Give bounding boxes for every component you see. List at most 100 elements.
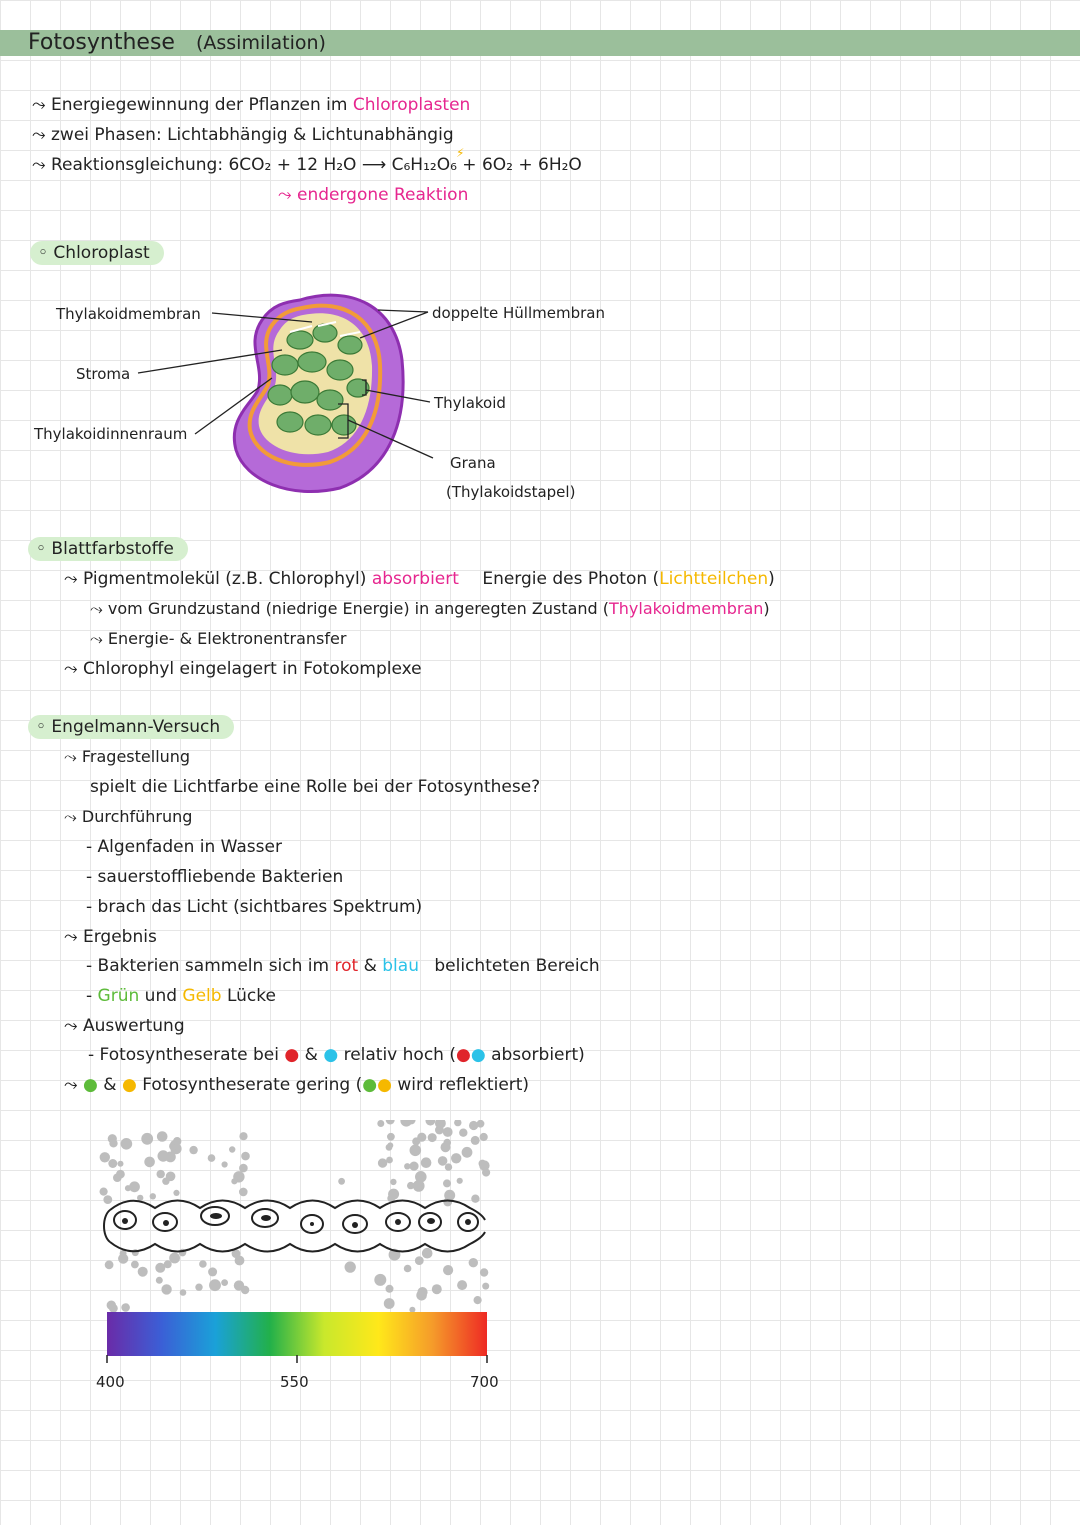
engelmann-d3: - brach das Licht (sichtbares Spektrum) xyxy=(86,897,423,917)
label-huellmembran: doppelte Hüllmembran xyxy=(432,304,605,322)
bacterium-dot xyxy=(476,1120,485,1128)
bacterium-dot xyxy=(437,1156,448,1166)
bacterium-dot xyxy=(118,1253,129,1264)
bacterium-dot xyxy=(221,1279,229,1286)
bacterium-dot xyxy=(120,1138,133,1150)
bacterium-dot xyxy=(385,1284,394,1293)
thylakoid-highlights xyxy=(289,321,361,337)
label-thylakoid: Thylakoid xyxy=(434,394,506,412)
blue-dot-icon: ● xyxy=(470,1045,486,1065)
pigments-thylakoidmembran: Thylakoidmembran xyxy=(609,599,764,618)
label-stroma: Stroma xyxy=(76,365,131,383)
bacterium-dot xyxy=(131,1260,139,1269)
intro-line-1: ⤳ Energiegewinnung der Pflanzen im Chlor… xyxy=(32,94,470,116)
bacterium-dot xyxy=(103,1195,113,1204)
bacterium-dot xyxy=(208,1267,218,1277)
engelmann-a1-c: absorbiert) xyxy=(491,1045,585,1065)
pigments-heading: ◦ Blattfarbstoffe xyxy=(28,537,188,561)
engelmann-e1-a: - Bakterien sammeln sich im xyxy=(86,956,330,976)
bacterium-dot xyxy=(404,1163,411,1170)
bacterium-dot xyxy=(144,1156,155,1168)
bacterium-dot xyxy=(443,1179,451,1188)
title-bar xyxy=(0,30,1080,56)
red-dot-icon: ● xyxy=(455,1045,471,1065)
bacterium-dot xyxy=(444,1163,453,1171)
bacterium-dot xyxy=(124,1185,132,1192)
bacterium-dot xyxy=(400,1120,413,1127)
bacterium-dot xyxy=(129,1181,140,1193)
bacterium-dot xyxy=(377,1158,388,1168)
bacterium-dot xyxy=(141,1132,154,1145)
bacterium-dot xyxy=(421,1247,433,1259)
bacterium-dot xyxy=(137,1266,148,1277)
bacterium-dot xyxy=(383,1298,395,1309)
reaction-equation: ⤳ Reaktionsgleichung: 6CO₂ + 12 H₂O ⟶ C₆… xyxy=(32,155,582,175)
bacterium-dot xyxy=(431,1284,442,1295)
bacterium-dot xyxy=(207,1154,216,1162)
bacterium-dot xyxy=(121,1303,130,1312)
bacterium-dot xyxy=(209,1279,221,1292)
engelmann-e2: - Grün und Gelb Lücke xyxy=(86,986,276,1006)
bacterium-dot xyxy=(163,1260,172,1269)
pigments-line-4: ⤳ Chlorophyl eingelagert in Fotokomplexe xyxy=(64,659,422,679)
bacterium-dot xyxy=(149,1193,156,1200)
bacterium-dot xyxy=(435,1120,446,1129)
algae-filament xyxy=(103,1199,486,1253)
intro-line-4: ⤳ endergone Reaktion xyxy=(278,185,469,205)
bacterium-dot xyxy=(199,1260,207,1268)
bacterium-dot xyxy=(99,1152,110,1163)
bacterium-dot xyxy=(451,1153,462,1164)
engelmann-und: und xyxy=(144,986,178,1006)
bacterium-dot xyxy=(161,1284,172,1295)
bacterium-dot xyxy=(239,1132,248,1141)
bacterium-dot xyxy=(231,1178,238,1185)
bacterium-dot xyxy=(104,1260,114,1270)
engelmann-a2-c: wird reflektiert) xyxy=(397,1075,530,1095)
bacterium-dot xyxy=(240,1285,250,1295)
bacterium-dot xyxy=(479,1268,489,1277)
engelmann-a2: ⤳ ● & ● Fotosyntheserate gering (●● wird… xyxy=(64,1075,530,1095)
bacterium-dot xyxy=(468,1258,478,1268)
engelmann-amp: & xyxy=(363,956,377,976)
bacterium-dot xyxy=(420,1157,432,1168)
engelmann-luecke: Lücke xyxy=(226,986,276,1006)
engelmann-a1: - Fotosyntheserate bei ● & ● relativ hoc… xyxy=(88,1045,585,1065)
pigments-line-1: ⤳ Pigmentmolekül (z.B. Chlorophyl) absor… xyxy=(64,568,775,590)
bacterium-dot xyxy=(390,1178,397,1186)
label-thylakoidmembran: Thylakoidmembran xyxy=(56,305,201,323)
bacterium-dot xyxy=(443,1138,452,1147)
pigments-line-2-a: ⤳ vom Grundzustand (niedrige Energie) in… xyxy=(90,599,609,618)
bacterium-dot xyxy=(338,1177,345,1185)
bacterium-dot xyxy=(234,1255,245,1266)
bacterium-dot xyxy=(239,1163,248,1173)
bacterium-dot xyxy=(155,1262,166,1273)
label-grana: Grana xyxy=(450,454,496,472)
intro-chloroplasten: Chloroplasten xyxy=(352,95,471,115)
bacterium-dot xyxy=(473,1296,482,1305)
bacterium-dot xyxy=(409,1306,416,1313)
engelmann-a1-a: - Fotosyntheserate bei xyxy=(88,1045,279,1065)
tick-label-400: 400 xyxy=(96,1373,125,1391)
bacterium-dot xyxy=(229,1146,236,1153)
bacterium-dot xyxy=(387,1142,394,1149)
tick-label-700: 700 xyxy=(470,1373,499,1391)
yellow-dot-icon: ● xyxy=(121,1075,137,1095)
engelmann-a2-b: Fotosyntheserate gering ( xyxy=(142,1075,363,1095)
bacterium-dot xyxy=(417,1287,428,1298)
intro-line-1-text: ⤳ Energiegewinnung der Pflanzen im xyxy=(32,95,348,115)
bacterium-dot xyxy=(169,1252,180,1264)
grana-stacks xyxy=(267,323,370,436)
engelmann-blau: blau xyxy=(382,956,419,976)
bacterium-dot xyxy=(427,1133,437,1143)
bacterium-dot xyxy=(470,1135,480,1145)
engelmann-a2-a: ⤳ xyxy=(64,1075,78,1095)
title-note: (Assimilation) xyxy=(195,32,326,54)
bacterium-dot xyxy=(231,1249,241,1258)
bacterium-dot xyxy=(415,1171,427,1183)
bacterium-dot xyxy=(157,1150,169,1162)
engelmann-heading-text: ◦ Engelmann-Versuch xyxy=(28,715,235,739)
yellow-dot-icon: ● xyxy=(377,1075,392,1095)
inner-membrane xyxy=(247,303,383,467)
pigments-line-1-e: ) xyxy=(768,569,775,589)
bacterium-dot xyxy=(156,1131,168,1142)
